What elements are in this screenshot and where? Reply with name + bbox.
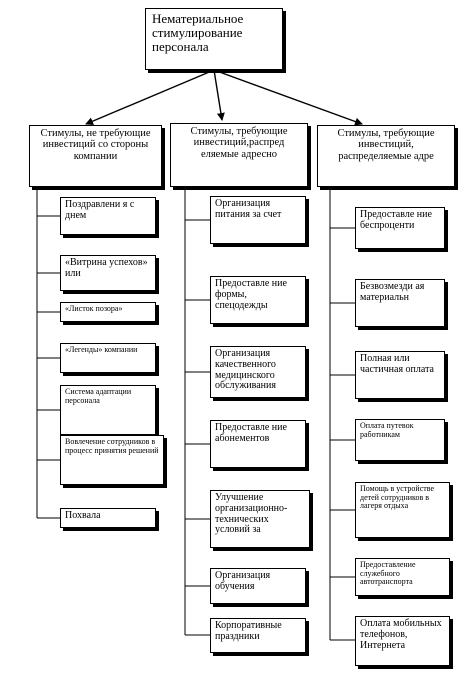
col1-item-company-legends: «Легенды» компании — [60, 343, 156, 373]
col3-item-full-partial-payment: Полная или частичная оплата — [355, 351, 445, 399]
col1-item-adaptation-system: Система адаптации персонала — [60, 385, 156, 435]
col2-item-working-conditions: Улучшение организационно-технических усл… — [210, 490, 310, 548]
connectors-col-3 — [329, 186, 355, 641]
col3-item-vouchers: Оплата путевок работникам — [355, 419, 445, 461]
col3-item-interest-free: Предоставле ние беспроценти — [355, 207, 445, 249]
arrow-to-category-1 — [85, 69, 215, 125]
connectors-col-2 — [184, 187, 210, 636]
col1-item-shame-list: «Листок позора» — [60, 302, 156, 322]
col1-item-praise: Похвала — [60, 508, 156, 528]
arrow-to-category-3 — [213, 69, 363, 126]
col2-item-medical-service: Организация качественного медицинского о… — [210, 346, 306, 398]
col2-item-meals: Организация питания за счет — [210, 196, 306, 244]
col2-item-uniform: Предоставле ние формы, спецодежды — [210, 276, 306, 324]
category-3-header: Стимулы, требующие инвестиций, распредел… — [317, 125, 455, 187]
col1-item-success-showcase: «Витрина успехов» или — [60, 255, 156, 291]
connectors-col-1 — [36, 188, 60, 519]
col3-item-company-transport: Предоставление служебного автотранспорта — [355, 558, 450, 596]
col1-item-greetings: Поздравлени я с днем — [60, 197, 156, 235]
col3-item-children-camps: Помощь в устройстве детей сотрудников в … — [355, 482, 450, 538]
col2-item-subscriptions: Предоставле ние абонементов — [210, 420, 306, 468]
col2-item-corporate-holidays: Корпоративные праздники — [210, 618, 306, 653]
col2-item-training: Организация обучения — [210, 568, 306, 604]
root-arrows — [85, 69, 363, 126]
category-2-header: Стимулы, требующие инвестиций,распред ел… — [170, 123, 308, 187]
col3-item-material-aid: Безвозмезди ая материальн — [355, 279, 445, 327]
root-node: Нематериальное стимулирование персонала — [145, 8, 283, 70]
arrow-to-category-2 — [213, 69, 225, 121]
category-1-header: Стимулы, не требующие инвестиций со стор… — [29, 125, 162, 187]
col3-item-phone-internet: Оплата мобильных телефонов, Интернета — [355, 616, 450, 666]
col1-item-decision-involvement: Вовлечение сотрудников в процесс приняти… — [60, 435, 164, 485]
